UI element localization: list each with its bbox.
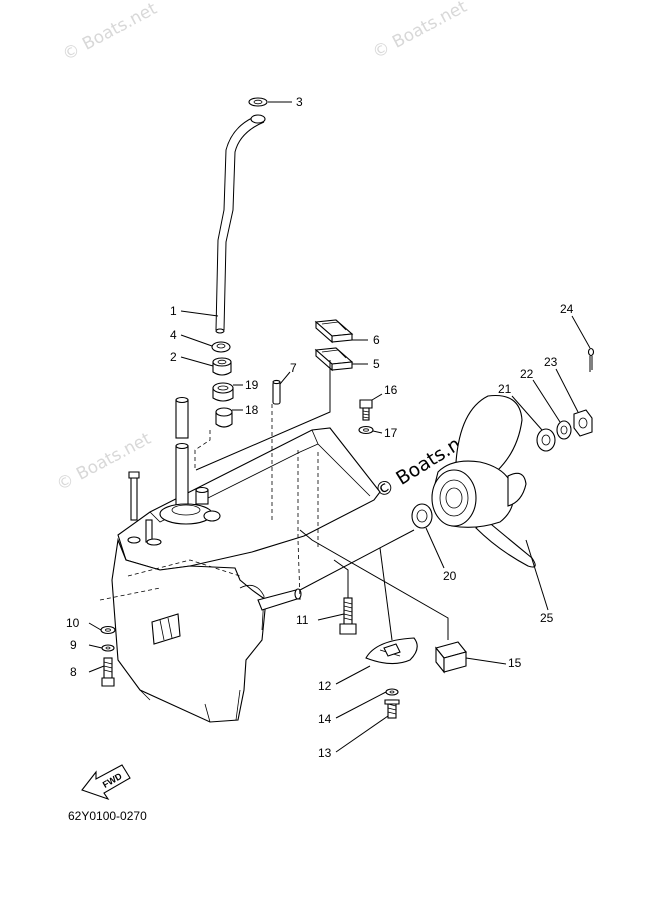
callout-9: 9 [70, 638, 77, 652]
callout-18: 18 [245, 403, 259, 417]
part-22-washer[interactable] [556, 420, 572, 440]
callout-14: 14 [318, 712, 332, 726]
callout-11: 11 [296, 613, 309, 627]
part-4-seal[interactable] [211, 341, 231, 353]
callout-8: 8 [70, 665, 77, 679]
fwd-arrow-icon: FWD [81, 764, 131, 801]
callout-21: 21 [498, 382, 512, 396]
part-6-rubber-seal[interactable] [314, 319, 354, 344]
callout-22: 22 [520, 367, 534, 381]
part-16-bolt[interactable] [359, 399, 373, 421]
part-21-spacer[interactable] [536, 428, 556, 452]
part-24-cotter-pin[interactable] [587, 347, 595, 373]
pump-housing-base [127, 471, 221, 546]
callout-12: 12 [318, 679, 332, 693]
callout-6: 6 [373, 333, 380, 347]
lower-case-housing[interactable] [111, 427, 381, 723]
hidden-line-5 [127, 559, 241, 577]
hidden-line-6 [99, 587, 161, 601]
part-17-washer[interactable] [358, 425, 374, 435]
callout-10: 10 [66, 616, 80, 630]
part-2-grommet[interactable] [212, 357, 232, 376]
guide-seal-line [195, 360, 331, 471]
callout-24: 24 [560, 302, 574, 316]
drive-shaft[interactable] [175, 396, 189, 511]
part-3-grommet[interactable] [248, 97, 268, 107]
hidden-line-3 [297, 450, 301, 601]
part-1-water-tube[interactable] [215, 114, 266, 334]
part-9-washer[interactable] [101, 644, 115, 652]
part-12-trim-tab[interactable] [365, 637, 418, 665]
part-18-collar[interactable] [215, 407, 233, 428]
callout-20: 20 [443, 569, 457, 583]
part-19-grommet[interactable] [212, 382, 234, 402]
part-15-anode[interactable] [435, 641, 467, 674]
part-5-rubber-seal[interactable] [314, 347, 354, 372]
callout-5: 5 [373, 357, 380, 371]
part-13-bolt[interactable] [384, 699, 400, 719]
hidden-line-1 [194, 430, 211, 470]
callout-25: 25 [540, 611, 554, 625]
part-8-bolt[interactable] [101, 657, 115, 687]
callout-3: 3 [296, 95, 303, 109]
callout-13: 13 [318, 746, 332, 760]
callout-2: 2 [170, 350, 177, 364]
guide-bolt-line [333, 559, 349, 598]
part-23-nut[interactable] [573, 409, 593, 437]
callout-23: 23 [544, 355, 558, 369]
part-10-washer[interactable] [100, 625, 116, 635]
callout-7: 7 [290, 361, 297, 375]
callout-17: 17 [384, 426, 398, 440]
part-14-washer[interactable] [385, 688, 399, 696]
part-25-propeller[interactable] [431, 394, 536, 568]
callout-16: 16 [384, 383, 398, 397]
part-7-dowel-pin[interactable] [272, 379, 281, 405]
guide-shaft-line [299, 529, 415, 591]
diagram-code: 62Y0100-0270 [68, 809, 147, 823]
part-11-bolt[interactable] [339, 597, 357, 635]
guide-trim-tab-line [379, 547, 393, 641]
callout-4: 4 [170, 328, 177, 342]
part-20-thrust-washer[interactable] [411, 503, 433, 529]
leader-lines [88, 101, 591, 753]
callout-19: 19 [245, 378, 259, 392]
callout-1: 1 [170, 304, 177, 318]
callout-15: 15 [508, 656, 522, 670]
guide-anode-line [299, 529, 449, 640]
